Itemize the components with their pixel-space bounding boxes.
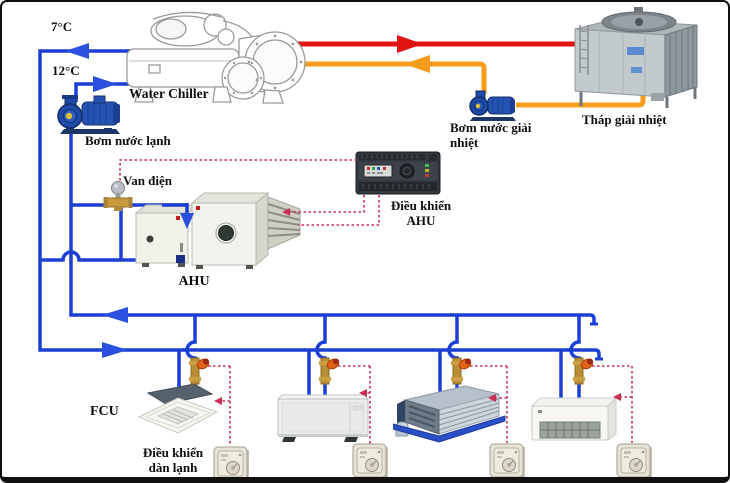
label-return-temp: 12°C xyxy=(52,63,80,78)
fcu-valve-image xyxy=(189,357,210,385)
label-electric-valve: Van điện xyxy=(123,173,173,188)
label-ahu: AHU xyxy=(178,274,210,289)
label-fcu-controller-line1: Điều khiển xyxy=(142,445,204,460)
arrow-return-12c xyxy=(93,76,117,92)
chilled-water-pump-image xyxy=(57,95,120,134)
cooling-tower-image xyxy=(574,7,698,108)
arrow-return-header xyxy=(102,307,128,323)
arrow-supply-header xyxy=(102,342,128,358)
condenser-water-pump-image xyxy=(469,90,516,121)
arrow-warm-water xyxy=(404,55,430,73)
label-fcu-controller-line2: dàn lạnh xyxy=(148,460,198,475)
label-supply-temp: 7°C xyxy=(51,19,73,34)
label-cooling-tower: Tháp giải nhiệt xyxy=(582,112,667,127)
arrow-supply-7c xyxy=(65,43,89,59)
label-condenser-water-pump: Bơm nước giải nhiệt xyxy=(450,120,554,150)
ahu-return-fitting xyxy=(176,255,185,263)
fcu-floor-image xyxy=(276,394,370,442)
label-fcu-controller: Điều khiển dàn lạnh xyxy=(131,445,215,475)
thermostat-image xyxy=(352,443,388,477)
fcu-valve-image xyxy=(451,357,472,385)
thermostat-image xyxy=(489,443,525,477)
label-water-chiller: Water Chiller xyxy=(129,86,209,101)
label-ahu-controller-line1: Điều khiển xyxy=(390,198,452,213)
thermostat-image xyxy=(213,446,249,477)
label-fcu: FCU xyxy=(90,404,119,419)
label-condenser-water-pump-line1: Bơm nước giải xyxy=(450,120,532,135)
fcu-valve-image xyxy=(573,357,594,385)
label-ahu-controller-line2: AHU xyxy=(406,213,436,228)
thermostat-image xyxy=(616,443,652,477)
arrow-hot-water xyxy=(397,35,423,53)
electric-valve-image xyxy=(103,181,133,211)
fcu-cassette-image xyxy=(138,383,218,434)
ahu-controller-image xyxy=(355,151,441,195)
fcu-valve-image xyxy=(319,357,340,385)
label-condenser-water-pump-line2: nhiệt xyxy=(450,135,479,150)
label-chilled-water-pump: Bơm nước lạnh xyxy=(85,133,171,148)
ahu-image xyxy=(134,191,301,269)
label-ahu-controller: Điều khiển AHU xyxy=(374,198,468,228)
fcu-ducted-image xyxy=(393,385,506,443)
water-chiller-image xyxy=(126,11,306,104)
fcu-ceiling-image xyxy=(530,396,618,441)
arrow-ahu-supply xyxy=(180,213,194,229)
